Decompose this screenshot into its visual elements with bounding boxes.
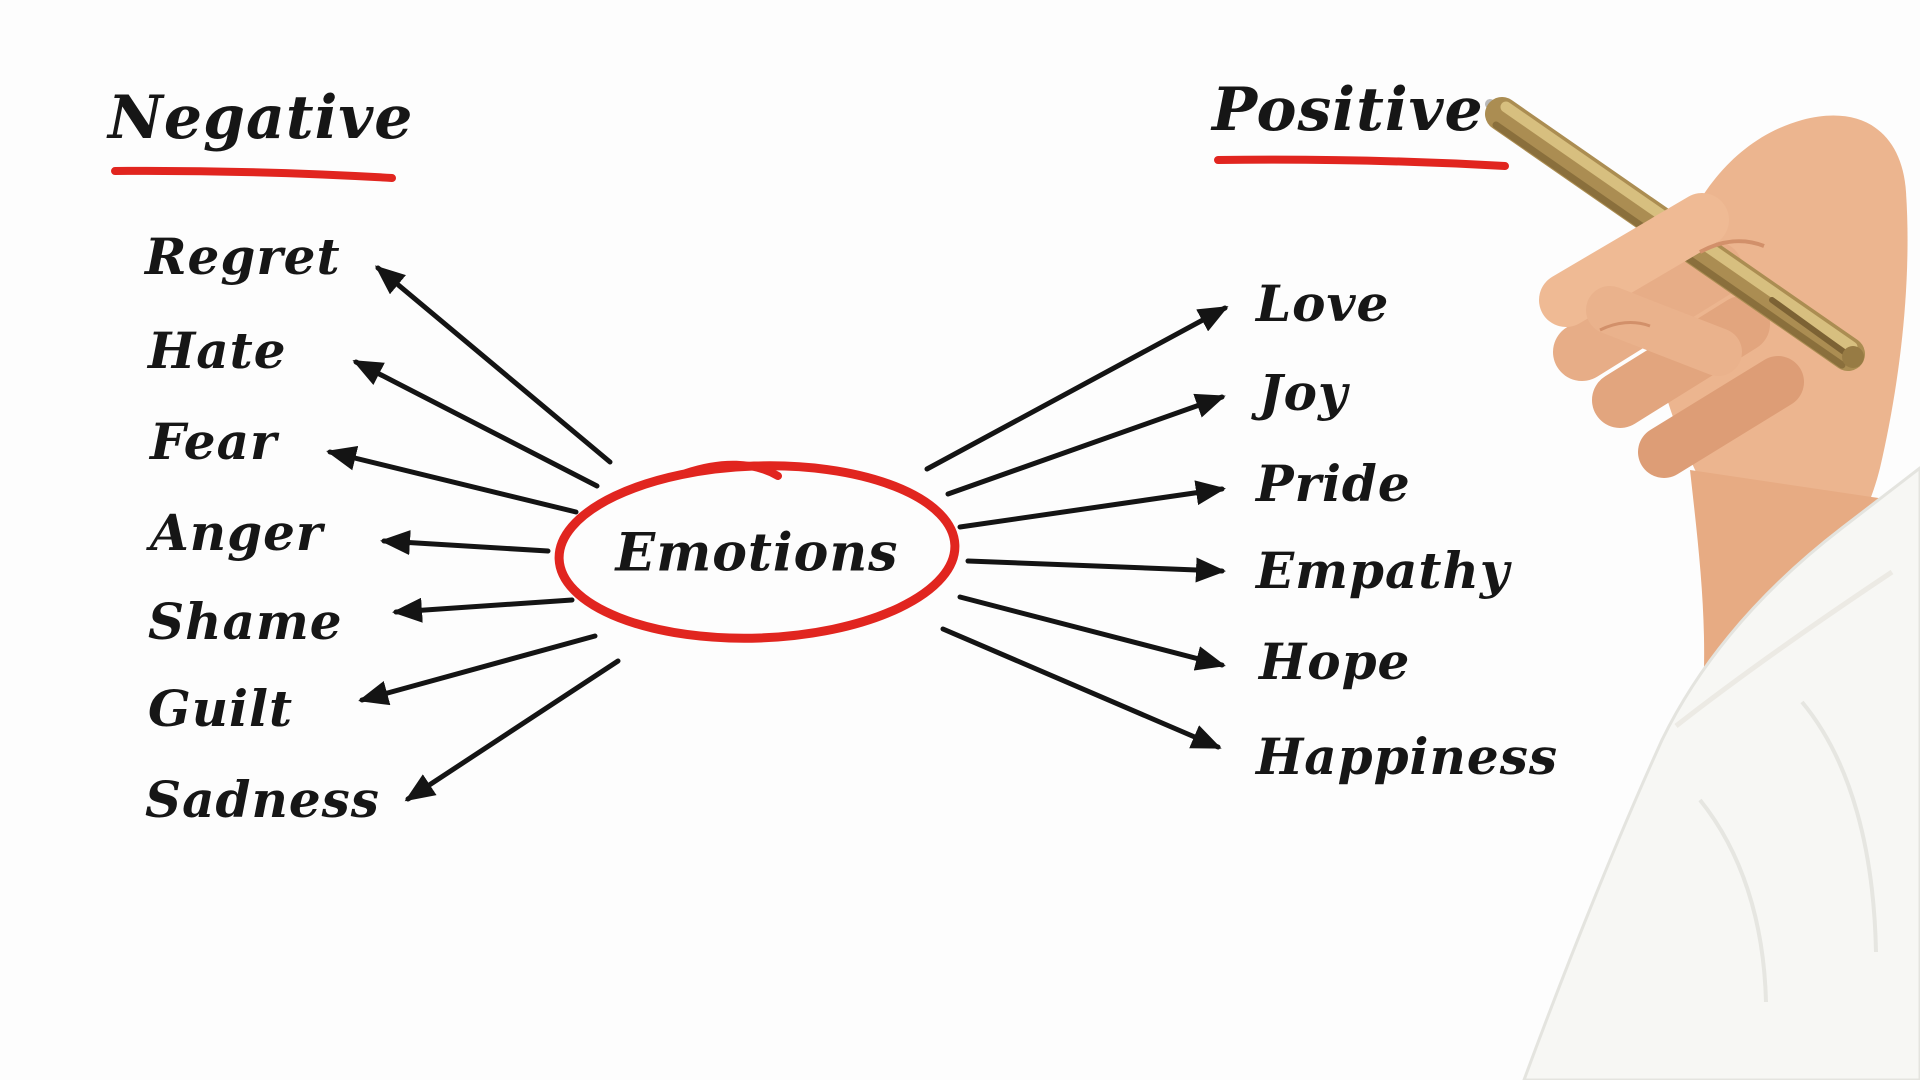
- arrow-to-hope: [957, 594, 1226, 671]
- positive-emotion-pride: Pride: [1256, 454, 1411, 513]
- negative-emotion-anger: Anger: [150, 503, 324, 562]
- arrow-to-sadness: [404, 658, 621, 802]
- arrow-to-hate: [352, 359, 600, 489]
- negative-emotion-fear: Fear: [150, 412, 278, 471]
- arrow-to-pride: [957, 480, 1226, 530]
- positive-emotion-hope: Hope: [1259, 632, 1411, 691]
- arrow-to-shame: [392, 597, 575, 623]
- arrow-to-joy: [945, 393, 1226, 497]
- positive-emotion-happiness: Happiness: [1256, 727, 1559, 786]
- positive-underline: [1214, 155, 1509, 170]
- negative-underline: [111, 166, 396, 182]
- arrows-negative: [326, 265, 621, 802]
- arrow-to-anger: [380, 530, 551, 556]
- positive-emotion-love: Love: [1256, 274, 1390, 333]
- positive-header: Positive: [1212, 75, 1484, 145]
- negative-emotion-sadness: Sadness: [145, 770, 380, 829]
- center-emotions-label: Emotions: [615, 522, 899, 584]
- arrow-to-fear: [326, 446, 579, 515]
- arrow-to-guilt: [358, 633, 598, 706]
- negative-emotion-hate: Hate: [148, 321, 287, 380]
- arrow-to-empathy: [965, 557, 1226, 583]
- negative-header: Negative: [108, 83, 414, 153]
- arrow-to-love: [924, 305, 1229, 472]
- positive-emotion-joy: Joy: [1259, 363, 1349, 422]
- arrow-to-happiness: [940, 626, 1222, 750]
- arrow-to-regret: [374, 265, 613, 465]
- emotions-circle: [554, 460, 960, 643]
- arrows-positive: [924, 305, 1229, 750]
- hand-with-pen-illustration: [1485, 97, 1920, 1080]
- negative-emotion-shame: Shame: [148, 592, 343, 651]
- negative-emotion-regret: Regret: [145, 227, 341, 286]
- positive-emotion-empathy: Empathy: [1256, 541, 1510, 600]
- negative-emotion-guilt: Guilt: [148, 679, 294, 738]
